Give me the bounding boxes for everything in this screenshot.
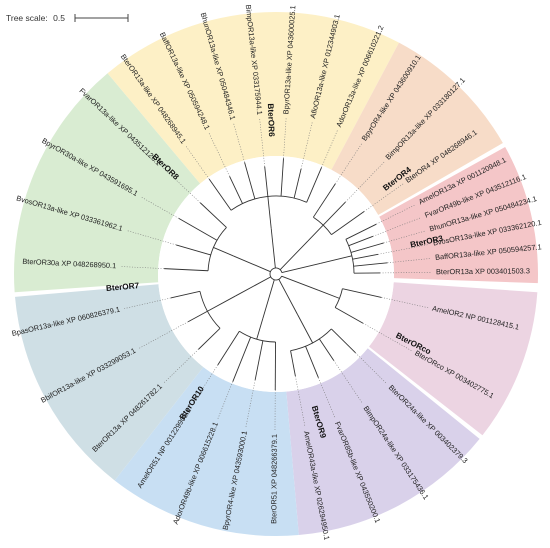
backbone-branch	[233, 255, 271, 273]
tree-scale-bar: Tree scale: 0.5	[6, 13, 129, 23]
leaf-branch	[254, 340, 264, 381]
clade-stem	[318, 290, 340, 299]
leaf-connector	[318, 377, 336, 419]
leaf-branch	[331, 211, 365, 236]
leaf-branch	[217, 331, 240, 366]
leaf-connector	[355, 352, 388, 385]
leaf-branch	[178, 218, 218, 241]
leaf-branch	[199, 202, 227, 228]
clade-stem	[307, 224, 324, 242]
clade-stem	[320, 255, 352, 264]
leaf-branch	[198, 328, 221, 350]
root-arc	[269, 267, 283, 281]
subclade-arc	[334, 288, 343, 308]
backbone-branch	[270, 228, 276, 269]
clade-label-bteror7: BterOR7	[106, 281, 140, 293]
leaf-connector	[208, 132, 230, 177]
leaf-branch	[232, 336, 252, 382]
clade-label-bteror6: BterOR6	[266, 103, 276, 137]
backbone-branch	[278, 279, 298, 315]
leaf-connector	[378, 244, 430, 255]
leaf-connector	[162, 166, 201, 203]
clade-stem	[213, 247, 234, 257]
leaf-branch	[352, 253, 379, 260]
leaf-label: BterOR13a XP 003401503.3	[436, 266, 530, 276]
leaf-connector	[259, 118, 266, 167]
leaf-connector	[376, 204, 416, 225]
leaf-branch	[305, 346, 319, 378]
leaf-branch	[164, 268, 209, 272]
leaf-branch	[353, 262, 388, 267]
leaf-branch	[170, 290, 201, 299]
tree-scale-title: Tree scale:	[6, 13, 48, 23]
backbone-branch	[279, 240, 309, 270]
clade-stem	[207, 295, 236, 312]
leaf-branch	[322, 201, 346, 226]
leaf-label: BterOR30a XP 048268950.1	[22, 257, 116, 270]
leaf-label: BterOR51 XP 048266379.1	[269, 434, 279, 524]
leaf-branch	[264, 166, 269, 197]
leaf-branch	[208, 178, 232, 211]
leaf-branch	[342, 288, 382, 298]
leaf-branch	[350, 242, 384, 253]
tree-scale-label: Tree scale: 0.5	[6, 13, 65, 23]
leaf-branch	[176, 244, 211, 256]
leaf-branch	[331, 328, 356, 354]
clade-sector-bterorco	[368, 282, 538, 436]
leaf-connector	[123, 297, 171, 309]
clade-sector-bteror7	[15, 284, 204, 481]
backbone-branch	[281, 275, 320, 291]
leaf-branch	[280, 158, 284, 197]
leaf-branch	[293, 168, 302, 199]
leaf-connector	[126, 230, 177, 246]
leaf-branch	[244, 162, 256, 200]
leaf-connector	[363, 183, 404, 212]
leaf-connector	[387, 258, 432, 264]
leaf-branch	[318, 338, 335, 361]
leaf-connector	[379, 272, 432, 274]
clade-stem	[256, 317, 264, 340]
leaf-connector	[300, 122, 313, 170]
backbone-branch	[262, 279, 275, 319]
tree-background-disc	[158, 156, 394, 392]
leaf-connector	[335, 143, 362, 184]
leaf-branch	[290, 350, 296, 377]
leaf-branch	[334, 307, 364, 324]
tree-branches	[120, 118, 432, 431]
subclade-arc	[239, 330, 276, 343]
leaf-connector	[372, 217, 422, 237]
leaf-branch	[306, 167, 323, 203]
backbone-branch	[281, 262, 321, 274]
leaf-branch	[312, 183, 336, 218]
clade-stem	[267, 196, 272, 229]
leaf-connector	[295, 376, 306, 428]
clade-sector-bteror10	[114, 366, 299, 536]
tree-scale-value: 0.5	[53, 13, 65, 23]
clade-sector-bteror8	[14, 73, 201, 293]
leaf-connector	[333, 360, 363, 404]
leaf-connector	[120, 266, 165, 269]
leaf-branch	[348, 235, 374, 247]
clade-sector-bteror9	[286, 348, 480, 535]
clade-stem	[297, 314, 314, 344]
leaf-connector	[163, 349, 199, 383]
backbone-branch	[235, 276, 271, 297]
leaf-connector	[383, 230, 426, 244]
leaf-connector	[381, 297, 429, 309]
leaf-connector	[191, 364, 219, 406]
tree-disc	[158, 156, 394, 392]
leaf-connector	[140, 196, 179, 219]
leaf-branch	[187, 310, 208, 323]
leaf-branch	[229, 176, 243, 204]
leaf-connector	[245, 379, 256, 428]
leaf-branch	[345, 223, 377, 240]
clade-sector-bteror6	[107, 12, 399, 184]
clade-sector-bteror3	[379, 146, 538, 284]
